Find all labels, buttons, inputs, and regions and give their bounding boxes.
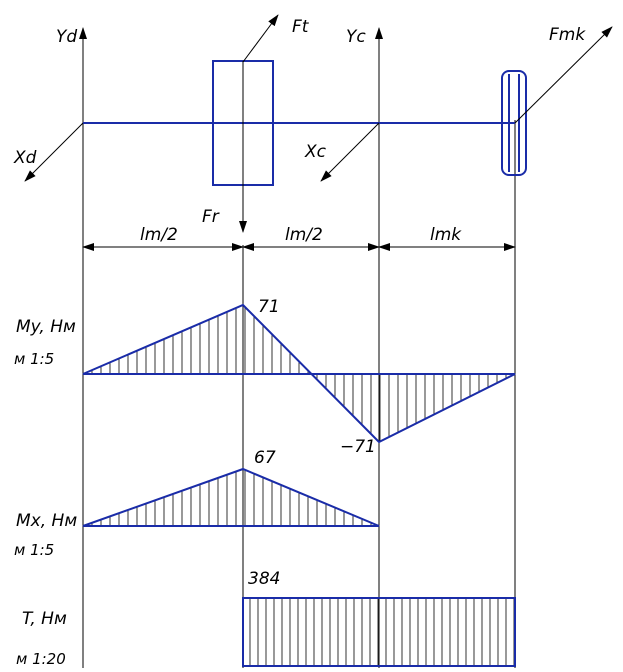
- t-scale: м 1:20: [16, 650, 66, 668]
- mx-diagram: Mx, Нм м 1:5 67: [14, 448, 380, 559]
- t-diagram-outline: [242, 597, 516, 667]
- xc-axis-arrow: [320, 122, 380, 182]
- my-peak-label: 71: [258, 297, 280, 317]
- xd-label: Xd: [13, 148, 37, 168]
- xc-label: Xc: [304, 142, 327, 162]
- mx-hatching: [91, 469, 372, 526]
- fmk-label: Fmk: [549, 25, 586, 45]
- lm2-left-label: lm/2: [140, 225, 178, 245]
- mx-peak-label: 67: [254, 448, 276, 468]
- t-diagram: T, Нм м 1:20 384: [16, 569, 516, 668]
- yc-label: Yc: [346, 27, 366, 47]
- lmk-label: lmk: [430, 225, 462, 245]
- my-hatching: [91, 307, 507, 442]
- coupling-outline: [501, 70, 527, 176]
- ft-force-arrow: [242, 14, 279, 63]
- my-min-label: −71: [340, 437, 376, 457]
- mx-diagram-outline: [82, 467, 380, 527]
- xd-axis-arrow: [24, 122, 84, 182]
- fmk-force-arrow: [514, 26, 613, 124]
- t-hatching: [249, 598, 515, 666]
- ft-label: Ft: [292, 17, 310, 37]
- t-title: T, Нм: [22, 609, 67, 629]
- yd-label: Yd: [56, 27, 77, 47]
- t-value-label: 384: [248, 569, 280, 589]
- fr-label: Fr: [202, 207, 220, 227]
- my-scale: м 1:5: [14, 350, 54, 368]
- mx-scale: м 1:5: [14, 541, 54, 559]
- my-title: My, Нм: [16, 317, 76, 337]
- lm2-right-label: lm/2: [285, 225, 323, 245]
- mx-title: Mx, Нм: [16, 511, 77, 531]
- my-diagram: My, Нм м 1:5 71 −71: [14, 297, 516, 457]
